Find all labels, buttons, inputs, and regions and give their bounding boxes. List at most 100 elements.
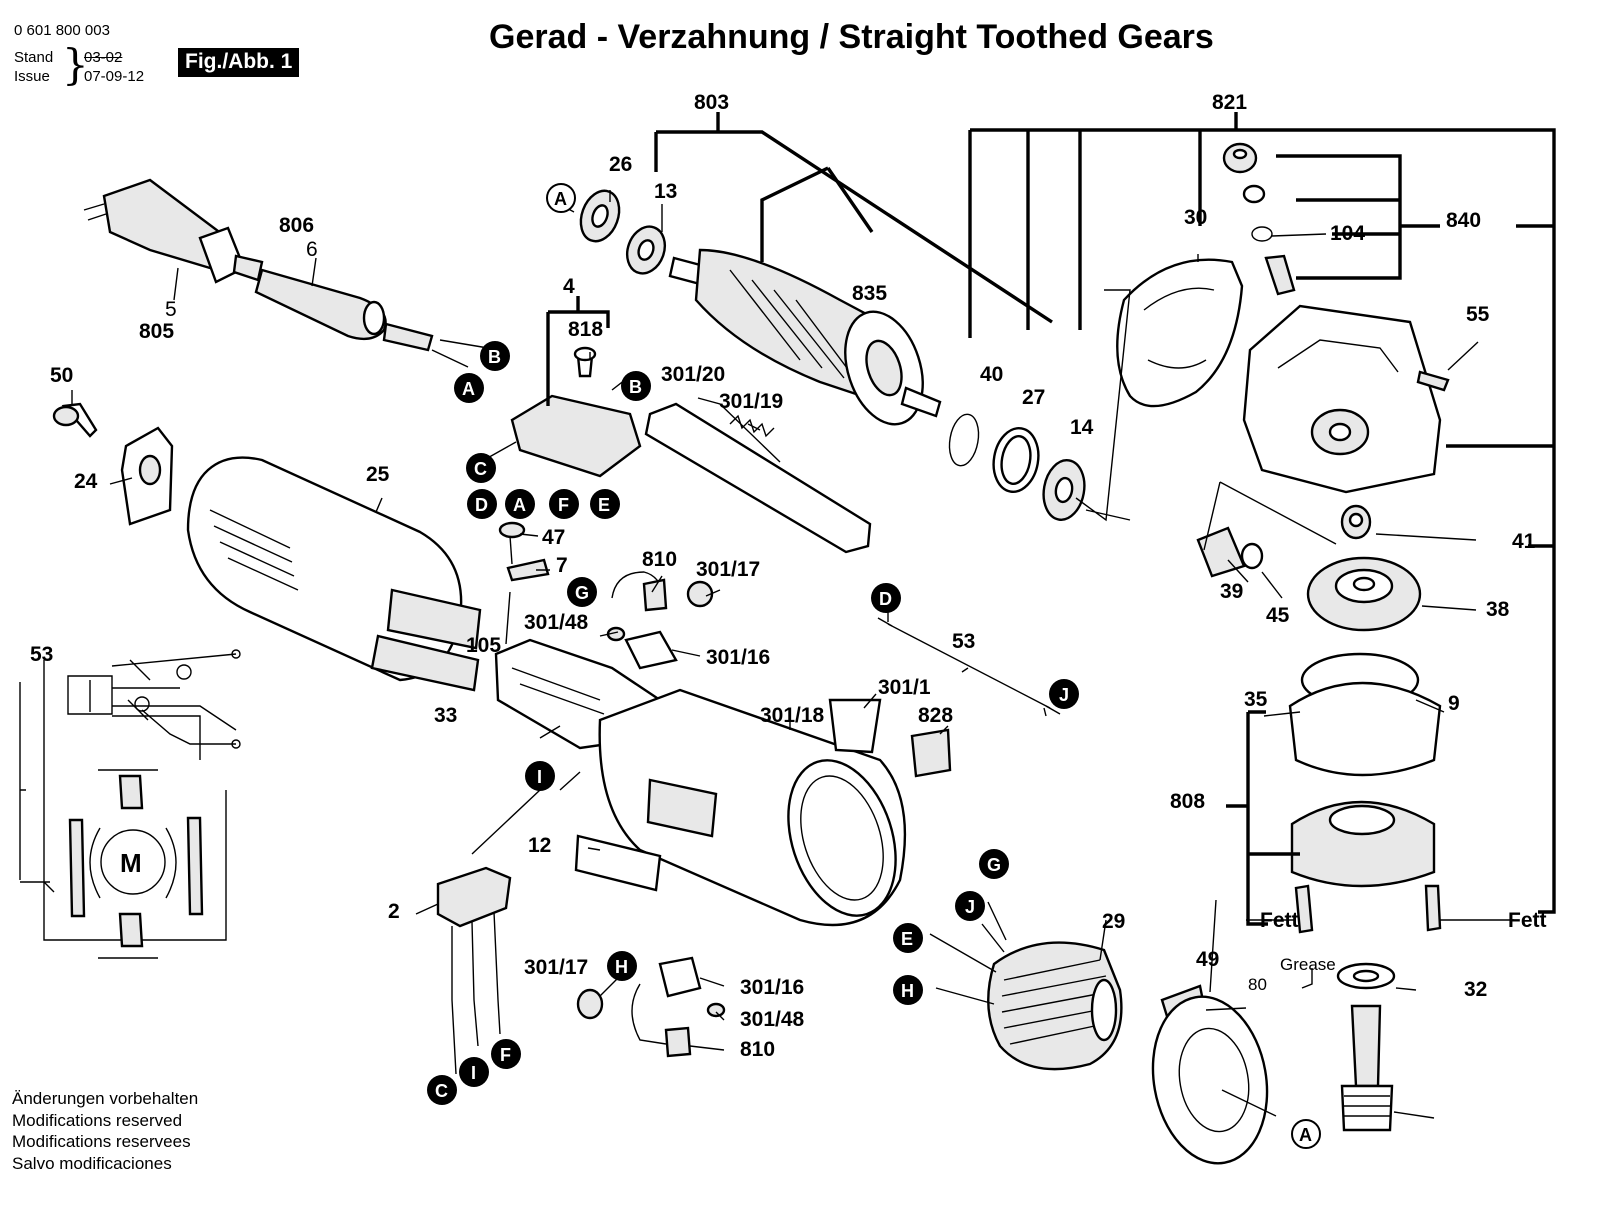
spindle-lock-parts <box>1222 142 1296 296</box>
part-label: 803 <box>694 91 729 114</box>
brush-set-lower <box>576 956 726 1058</box>
notice-line: Salvo modificaciones <box>12 1153 172 1173</box>
connector-marker-i: I <box>537 767 542 787</box>
screw-47 <box>498 521 550 582</box>
motor-housing-cover <box>186 456 482 692</box>
connector-marker-e: E <box>901 929 913 949</box>
part-label: 5 <box>165 298 177 321</box>
part-label: 301/18 <box>760 704 825 727</box>
part-label: 301/20 <box>661 363 725 386</box>
part-label: 35 <box>1244 688 1268 711</box>
part-label: 80 <box>1248 975 1267 994</box>
part-label: 26 <box>609 153 632 176</box>
part-label: 7 <box>556 554 568 577</box>
part-label: 41 <box>1512 530 1536 553</box>
part-label: 50 <box>50 364 73 387</box>
wiring-schematic <box>19 649 241 959</box>
part-label: 821 <box>1212 91 1247 114</box>
connector-marker-b: B <box>488 347 501 367</box>
switch-cable <box>877 617 1061 715</box>
needle-bearing <box>1340 504 1372 540</box>
suppressor-capacitor <box>436 866 512 1001</box>
part-label: Grease <box>1280 955 1336 974</box>
brush-set-upper <box>606 571 714 670</box>
retaining-ring <box>948 413 980 467</box>
figure-badge: Fig./Abb. 1 <box>178 48 300 77</box>
connector-marker-d: D <box>879 589 892 609</box>
part-label: 301/16 <box>740 976 804 999</box>
part-label: 835 <box>852 282 887 305</box>
part-label: 840 <box>1446 209 1481 232</box>
part-label: 6 <box>306 238 318 261</box>
connector-marker-a: A <box>462 379 475 399</box>
page-title: Gerad - Verzahnung / Straight Toothed Ge… <box>489 18 1214 56</box>
connector-marker-f: F <box>558 495 569 515</box>
notice-line: Modifications reserved <box>12 1110 183 1130</box>
notice-line: Änderungen vorbehalten <box>12 1089 199 1108</box>
part-label: 818 <box>568 318 603 341</box>
part-label: 38 <box>1486 598 1510 621</box>
gear-housing <box>1242 304 1450 494</box>
part-label: 40 <box>980 363 1003 386</box>
part-label: 301/48 <box>740 1008 805 1031</box>
motor-housing <box>598 688 907 927</box>
part-label: Fett <box>1260 909 1299 932</box>
part-label: 9 <box>1448 692 1460 715</box>
connector-marker-j: J <box>1059 685 1069 705</box>
part-label: 2 <box>388 900 400 923</box>
notice-line: Modifications reservees <box>12 1132 191 1151</box>
part-label: 14 <box>1070 416 1094 439</box>
connector-marker-b: B <box>629 377 642 397</box>
part-label: 828 <box>918 704 953 727</box>
air-guide-ring <box>1151 984 1269 1165</box>
cord-sleeve <box>254 268 434 352</box>
issue-label: Issue <box>14 68 50 85</box>
part-label: 30 <box>1184 206 1207 229</box>
part-label: 301/17 <box>524 956 588 979</box>
part-number-labels: 803 821 26 13 806 6 5 805 835 30 104 840… <box>30 91 1547 1061</box>
power-plug <box>83 178 264 284</box>
connector-markers: A A B A B C D A F E G D J I G J E H <box>427 183 1321 1149</box>
connector-marker-h: H <box>615 957 628 977</box>
part-label: 810 <box>740 1038 775 1061</box>
part-label: 25 <box>366 463 390 486</box>
part-label: 29 <box>1102 910 1125 933</box>
switch-rod <box>644 402 872 554</box>
part-label: 806 <box>279 214 314 237</box>
part-label: 55 <box>1466 303 1490 326</box>
connector-marker-a: A <box>1299 1125 1312 1145</box>
part-label: 301/16 <box>706 646 770 669</box>
part-label: 53 <box>952 630 975 653</box>
part-label: 33 <box>434 704 457 727</box>
connector-marker-c: C <box>435 1081 448 1101</box>
label-sheet <box>828 698 882 754</box>
superseded-date: 03-02 <box>84 49 123 66</box>
connector-marker-j: J <box>965 897 975 917</box>
connector-marker-e: E <box>598 495 610 515</box>
part-label: 45 <box>1266 604 1290 627</box>
cord-clamp <box>52 402 174 526</box>
connector-marker-a: A <box>554 189 567 209</box>
bearing-14 <box>1042 459 1086 521</box>
part-label: 810 <box>642 548 677 571</box>
part-label: 301/1 <box>878 676 931 699</box>
washer <box>1336 962 1396 990</box>
part-label: 32 <box>1464 978 1487 1001</box>
group-brackets <box>546 112 1556 926</box>
connector-marker-a: A <box>513 495 526 515</box>
spindle <box>1340 1004 1394 1132</box>
part-label: 24 <box>74 470 98 493</box>
connector-marker-d: D <box>475 495 488 515</box>
bearing-13 <box>579 189 667 275</box>
part-label: 805 <box>139 320 174 343</box>
field-winding <box>987 941 1123 1071</box>
modification-notice: Änderungen vorbehalten Modifications res… <box>12 1088 198 1174</box>
part-label: 104 <box>1330 222 1365 245</box>
wiring-part-label: 53 <box>30 643 53 666</box>
connector-marker-i: I <box>471 1063 476 1083</box>
bearing-flange <box>1116 258 1244 408</box>
part-label: 301/48 <box>524 611 589 634</box>
ring-27 <box>992 427 1040 493</box>
stand-label: Stand <box>14 49 54 66</box>
